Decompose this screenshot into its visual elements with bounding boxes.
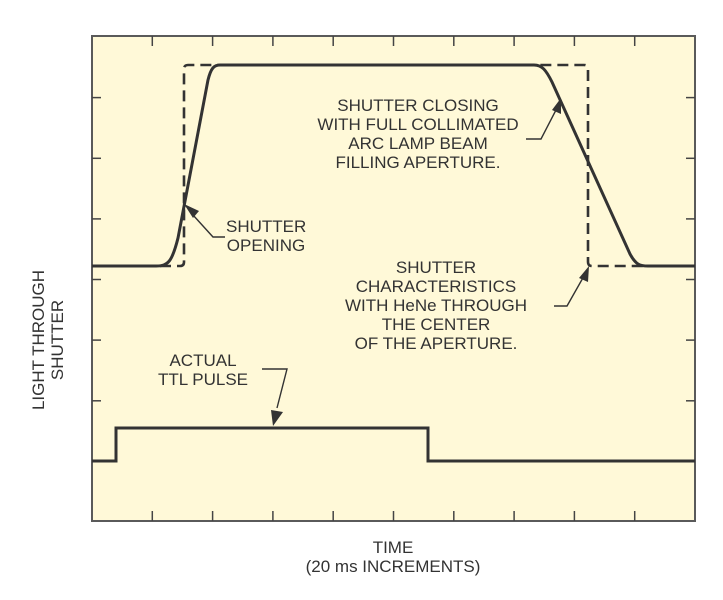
opening-line-1: SHUTTER xyxy=(226,217,307,236)
closing-line-2: WITH FULL COLLIMATED xyxy=(317,115,519,134)
arrowhead-icon xyxy=(579,266,589,282)
hene-line-4: THE CENTER xyxy=(381,315,491,334)
x-axis-label-line-2: (20 ms INCREMENTS) xyxy=(305,557,481,576)
hene-line-5: OF THE APERTURE. xyxy=(354,334,518,353)
ttl-pulse-line xyxy=(92,426,695,463)
y-axis-label-line-2: SHUTTER xyxy=(48,299,67,381)
x-axis-label: TIME (20 ms INCREMENTS) xyxy=(306,538,481,576)
arrowhead-icon xyxy=(184,204,199,218)
opening-arrow xyxy=(184,204,225,238)
plot-area xyxy=(92,36,695,521)
closing-line-3: ARC LAMP BEAM xyxy=(348,134,488,153)
hene-line-3: WITH HeNe THROUGH xyxy=(345,296,527,315)
hene-line-1: SHUTTER xyxy=(395,258,477,277)
opening-line-2: OPENING xyxy=(226,236,306,255)
opening-annotation: SHUTTER OPENING xyxy=(226,217,306,255)
closing-arrow xyxy=(526,98,561,140)
ttl-arrow xyxy=(262,368,288,426)
ttl-line-1: ACTUAL xyxy=(169,351,237,370)
x-axis-label-line-1: TIME xyxy=(372,538,414,557)
hene-arrow xyxy=(554,266,589,307)
y-axis-label: LIGHT THROUGH SHUTTER xyxy=(29,270,67,410)
y-axis-label-line-1: LIGHT THROUGH xyxy=(29,269,48,411)
hene-line-2: CHARACTERISTICS xyxy=(355,277,517,296)
arrowhead-icon xyxy=(552,98,561,114)
ttl-line-2: TTL PULSE xyxy=(157,370,249,389)
hene-dashed-curve xyxy=(92,63,695,268)
x-axis-ticks xyxy=(151,36,636,521)
arrowhead-icon xyxy=(271,410,283,426)
closing-annotation: SHUTTER CLOSING WITH FULL COLLIMATED ARC… xyxy=(300,96,536,172)
hene-annotation: SHUTTER CHARACTERISTICS WITH HeNe THROUG… xyxy=(320,258,552,353)
ttl-annotation: ACTUAL TTL PULSE xyxy=(143,351,263,389)
closing-line-4: FILLING APERTURE. xyxy=(335,153,501,172)
arc-lamp-solid-curve xyxy=(92,63,695,268)
closing-line-1: SHUTTER CLOSING xyxy=(337,96,499,115)
